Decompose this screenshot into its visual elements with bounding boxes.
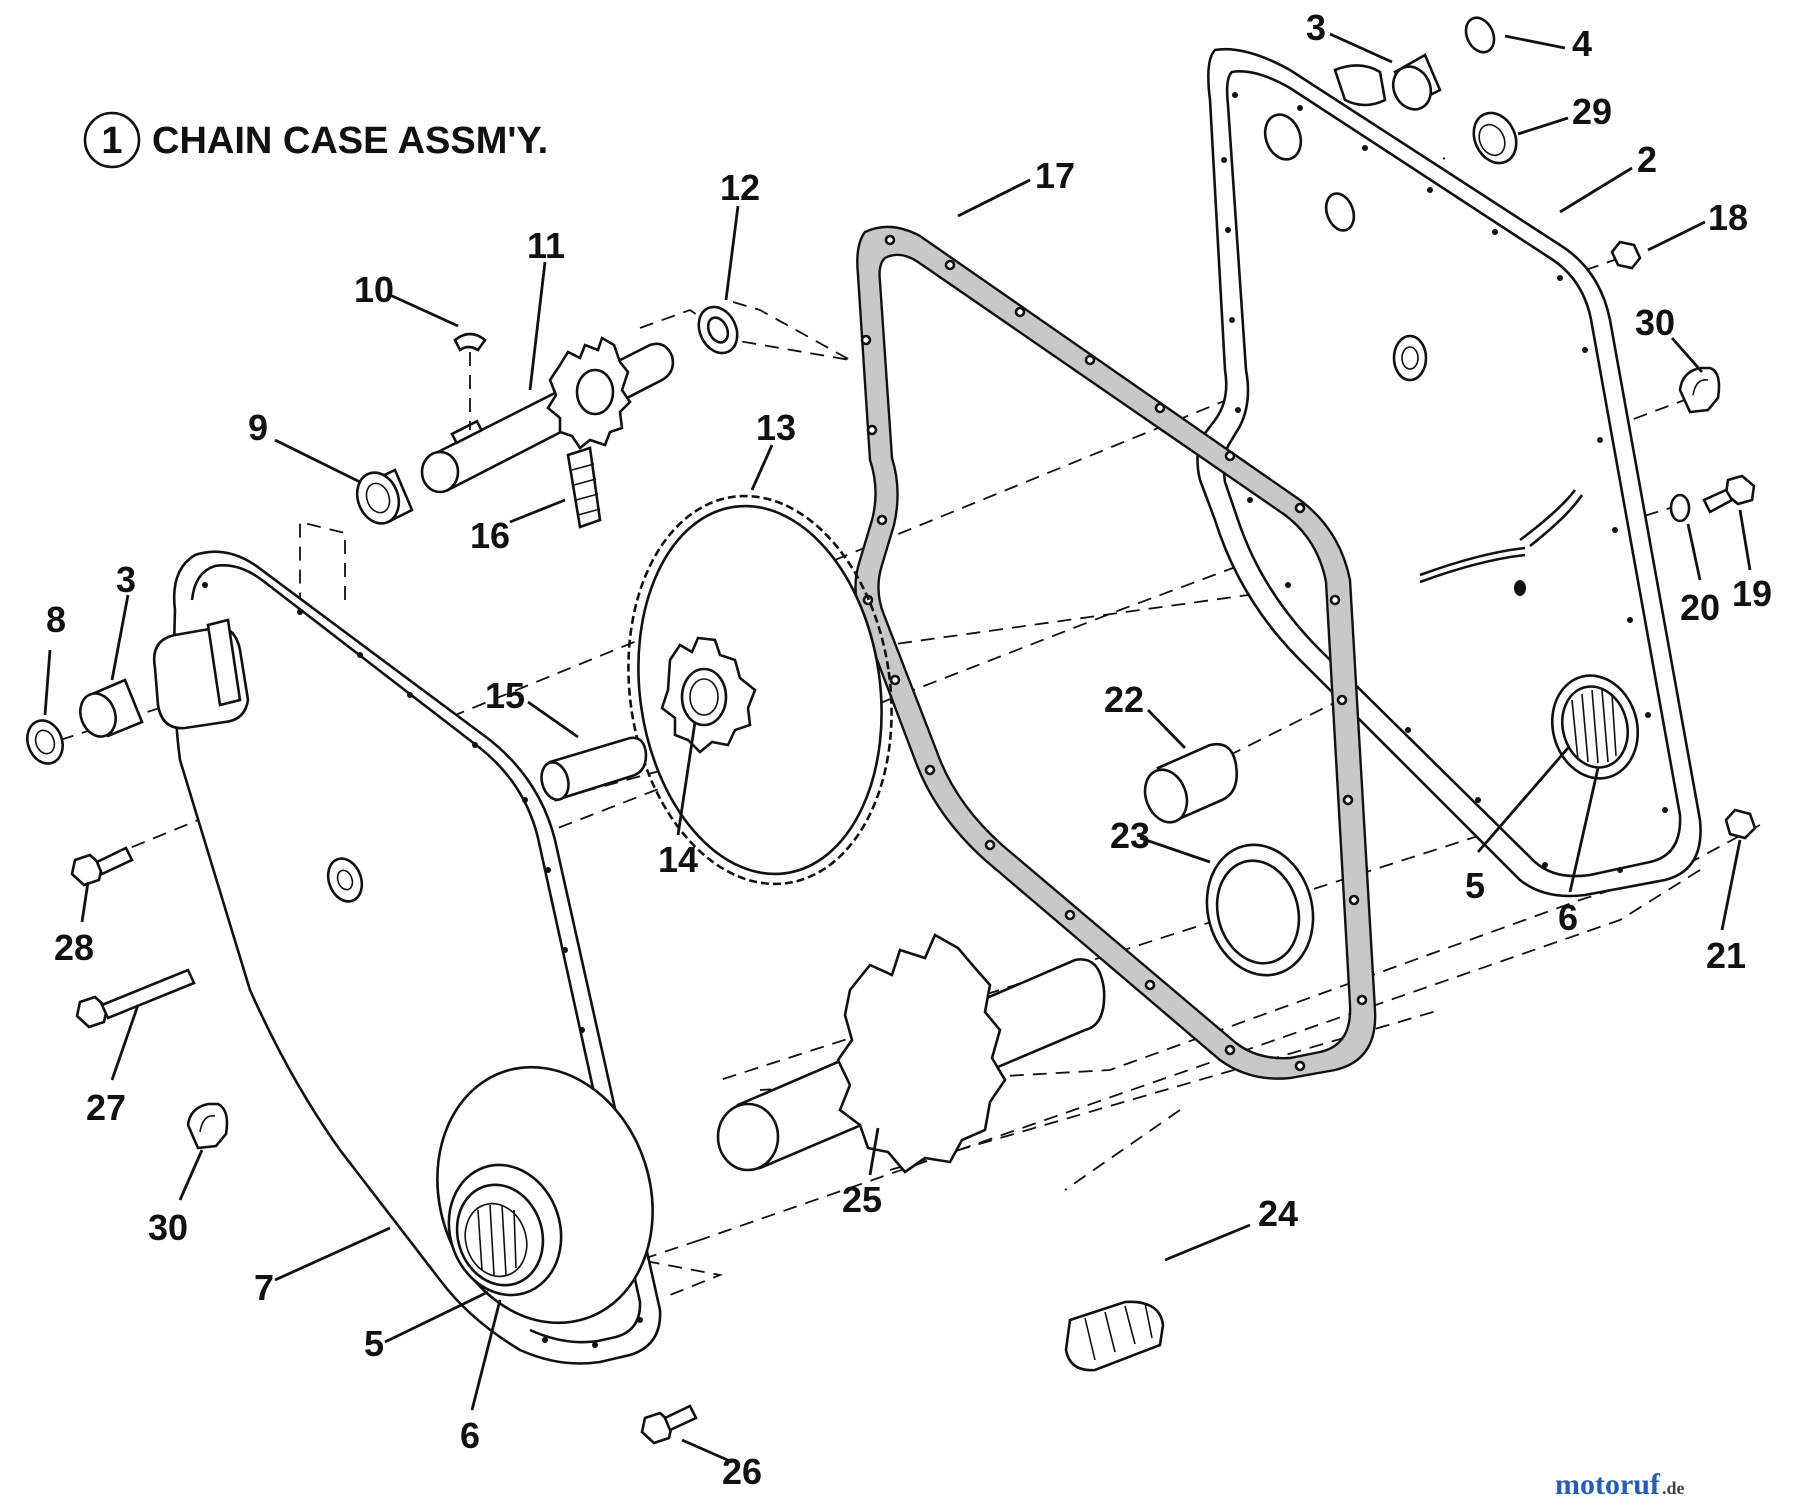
seal-29 <box>1472 111 1518 165</box>
left-half-bolt-holes <box>202 582 643 1348</box>
key-10 <box>453 332 487 430</box>
right-half-bolt-holes <box>1221 92 1668 873</box>
callout-11: 11 <box>527 225 565 266</box>
callout-3-top: 3 <box>1306 7 1326 48</box>
callout-21: 21 <box>1706 935 1746 976</box>
callout-18: 18 <box>1708 197 1748 238</box>
callout-19: 19 <box>1732 573 1772 614</box>
callout-28: 28 <box>54 927 94 968</box>
bushing-22 <box>1143 742 1238 824</box>
chain-case-right-half <box>1196 47 1702 898</box>
callout-23: 23 <box>1110 815 1150 856</box>
bolt-28 <box>70 846 134 887</box>
bolt-19 <box>1702 474 1756 514</box>
callout-9: 9 <box>248 407 268 448</box>
sprocket-small-top <box>546 336 632 450</box>
callout-5-left: 5 <box>364 1323 384 1364</box>
chain-24 <box>1064 1300 1165 1372</box>
callout-26: 26 <box>722 1451 762 1492</box>
bushing-3-left <box>79 678 144 738</box>
chain-16 <box>566 446 602 529</box>
title-number: 1 <box>101 120 122 162</box>
chain-case-left-half <box>152 550 662 1365</box>
callout-2: 2 <box>1637 139 1657 180</box>
callout-15: 15 <box>485 675 525 716</box>
callout-30-left: 30 <box>148 1207 188 1248</box>
callout-labels: 3 4 29 2 17 18 12 11 10 30 9 13 16 19 20… <box>46 7 1772 1492</box>
clip-30-right <box>1678 366 1721 414</box>
callout-7: 7 <box>254 1267 274 1308</box>
gasket <box>854 225 1377 1080</box>
title-number-circle <box>83 111 141 169</box>
title-text: CHAIN CASE ASSM'Y. <box>152 120 548 162</box>
watermark-brand: motoruf <box>1555 1468 1661 1501</box>
shaft-sprocket-25 <box>716 933 1106 1174</box>
callout-8: 8 <box>46 599 66 640</box>
sprocket-13-large <box>627 494 893 886</box>
bolt-26 <box>640 1404 698 1445</box>
nut-21 <box>1724 808 1757 840</box>
bearing-9 <box>355 468 414 525</box>
callout-29: 29 <box>1572 91 1612 132</box>
sprocket-14 <box>660 636 757 754</box>
callout-24: 24 <box>1258 1193 1298 1234</box>
callout-17: 17 <box>1035 155 1075 196</box>
callout-16: 16 <box>470 515 510 556</box>
callout-10: 10 <box>354 269 394 310</box>
callout-5-right: 5 <box>1465 865 1485 906</box>
callout-6-left: 6 <box>460 1415 480 1456</box>
callout-30-right: 30 <box>1635 302 1675 343</box>
callout-20: 20 <box>1680 587 1720 628</box>
watermark-tld: .de <box>1662 1478 1685 1498</box>
callout-6-right: 6 <box>1558 897 1578 938</box>
callout-4: 4 <box>1572 23 1592 64</box>
seal-23 <box>1205 843 1315 977</box>
callout-14: 14 <box>658 839 698 880</box>
callout-27: 27 <box>86 1087 126 1128</box>
callout-13: 13 <box>756 407 796 448</box>
washer-20 <box>1669 493 1691 523</box>
gasket-bolt-holes <box>860 234 1368 1072</box>
callout-3-left: 3 <box>116 559 136 600</box>
nut-18 <box>1610 240 1642 270</box>
washer-8 <box>26 719 64 765</box>
leader-lines <box>43 32 1752 1464</box>
callout-22: 22 <box>1104 679 1144 720</box>
bolt-27 <box>75 968 196 1029</box>
bushing-3-top <box>1391 53 1442 111</box>
callout-12: 12 <box>720 167 760 208</box>
spacer-15 <box>540 736 648 802</box>
washer-4 <box>1464 16 1496 54</box>
diagram-title: 1 CHAIN CASE ASSM'Y. <box>83 111 548 169</box>
callout-25: 25 <box>842 1179 882 1220</box>
shaft-11 <box>420 342 675 494</box>
washer-12 <box>697 305 739 355</box>
clip-30-left <box>186 1102 229 1150</box>
watermark: motoruf .de <box>1555 1468 1684 1501</box>
